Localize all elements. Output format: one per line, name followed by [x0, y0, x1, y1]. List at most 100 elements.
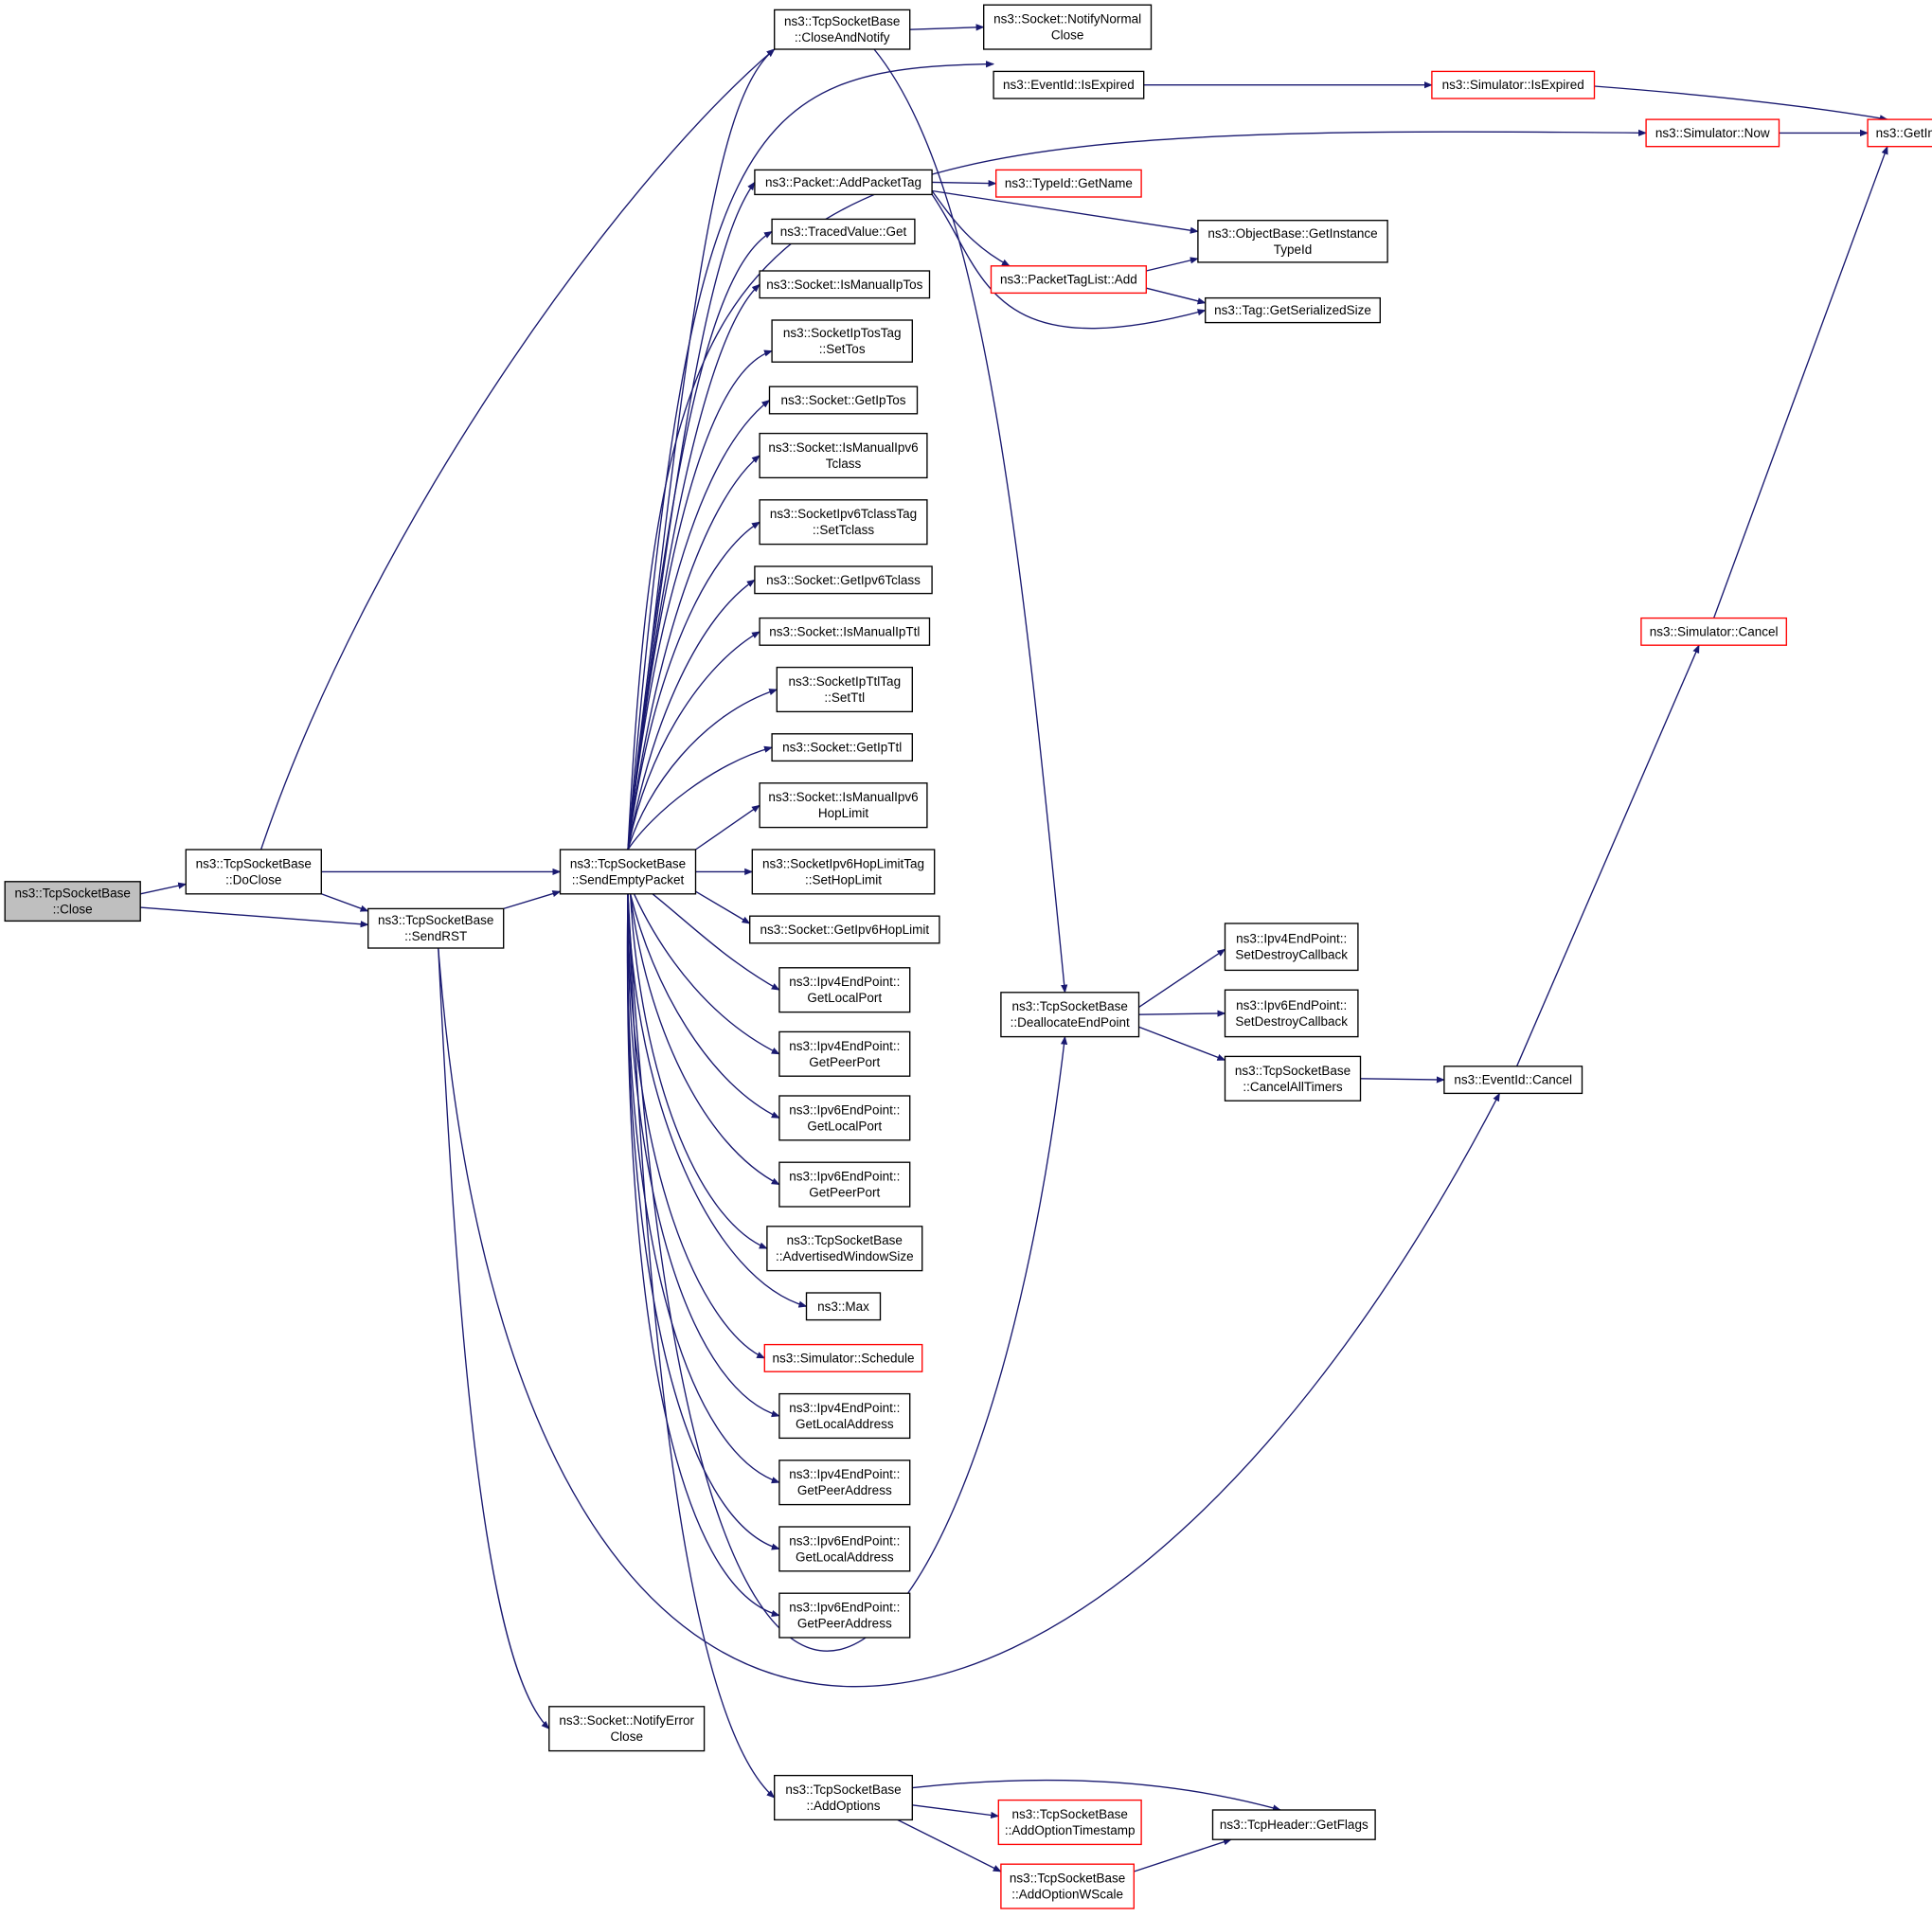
node-addpackettag[interactable]: ns3::Packet::AddPacketTag — [754, 169, 933, 196]
node-ipv6peerport[interactable]: ns3::Ipv6EndPoint::GetPeerPort — [778, 1161, 911, 1208]
node-label-cancelalltimers-line-2: ::CancelAllTimers — [1243, 1080, 1343, 1094]
node-label-getipv6hoplimit-line-1: ns3::Socket::GetIpv6HopLimit — [760, 923, 930, 937]
node-ipv6destroycb[interactable]: ns3::Ipv6EndPoint::SetDestroyCallback — [1224, 989, 1359, 1038]
node-ismanualipttl[interactable]: ns3::Socket::IsManualIpTtl — [759, 617, 931, 646]
node-label-ipv4peeraddr-line-1: ns3::Ipv4EndPoint:: — [789, 1467, 900, 1481]
edge-addoptions-to-addtimestamp — [912, 1804, 1000, 1819]
node-doclose[interactable]: ns3::TcpSocketBase::DoClose — [185, 849, 322, 895]
node-simisexpired[interactable]: ns3::Simulator::IsExpired — [1431, 70, 1596, 99]
node-settos[interactable]: ns3::SocketIpTosTag::SetTos — [771, 319, 913, 363]
node-box-getipttl — [771, 733, 913, 762]
node-label-ismanualipv6hop-line-2: HopLimit — [818, 806, 869, 820]
node-eventcancel[interactable]: ns3::EventId::Cancel — [1443, 1066, 1583, 1095]
node-label-schedule-line-1: ns3::Simulator::Schedule — [772, 1351, 914, 1365]
node-label-simnow-line-1: ns3::Simulator::Now — [1655, 126, 1770, 140]
edge-sendempty-to-setttl — [627, 689, 778, 851]
node-label-sendempty-line-2: ::SendEmptyPacket — [572, 872, 685, 887]
edge-sendrst-to-notifyerror — [438, 947, 550, 1729]
node-label-ismanualipv6hop-line-1: ns3::Socket::IsManualIpv6 — [768, 790, 918, 804]
node-sethoplimit[interactable]: ns3::SocketIpv6HopLimitTag::SetHopLimit — [751, 849, 936, 895]
edge-sendempty-to-ipv4localaddr — [627, 893, 780, 1418]
node-getipv6tclass[interactable]: ns3::Socket::GetIpv6Tclass — [754, 565, 933, 595]
node-close[interactable]: ns3::TcpSocketBase::Close — [4, 881, 141, 923]
node-ipv4destroycb[interactable]: ns3::Ipv4EndPoint::SetDestroyCallback — [1224, 923, 1359, 972]
node-box-eventcancel — [1443, 1066, 1583, 1095]
node-addoptions[interactable]: ns3::TcpSocketBase::AddOptions — [774, 1774, 913, 1821]
node-packettaglistadd[interactable]: ns3::PacketTagList::Add — [990, 265, 1147, 295]
node-box-doclose — [185, 849, 322, 895]
node-box-packettaglistadd — [990, 265, 1147, 295]
node-sendrst[interactable]: ns3::TcpSocketBase::SendRST — [367, 907, 505, 949]
node-label-getiptos-line-1: ns3::Socket::GetIpTos — [780, 393, 905, 407]
node-addtimestamp[interactable]: ns3::TcpSocketBase::AddOptionTimestamp — [997, 1799, 1142, 1846]
node-ipv4peerport[interactable]: ns3::Ipv4EndPoint::GetPeerPort — [778, 1030, 911, 1077]
node-ipv4localport[interactable]: ns3::Ipv4EndPoint::GetLocalPort — [778, 967, 911, 1013]
edge-closeandnotify-to-deallocate — [873, 48, 1068, 994]
node-label-close-line-1: ns3::TcpSocketBase — [15, 887, 131, 901]
node-label-settos-line-2: ::SetTos — [819, 342, 866, 356]
edge-addoptions-to-getflags — [912, 1779, 1281, 1812]
node-label-typeidname-line-1: ns3::TypeId::GetName — [1005, 176, 1133, 190]
node-box-close — [4, 881, 141, 923]
node-ipv6localport[interactable]: ns3::Ipv6EndPoint::GetLocalPort — [778, 1095, 911, 1141]
node-getiptos[interactable]: ns3::Socket::GetIpTos — [768, 385, 919, 415]
node-label-close-line-2: ::Close — [53, 903, 93, 917]
node-tracedget[interactable]: ns3::TracedValue::Get — [771, 218, 916, 245]
node-ipv6localaddr[interactable]: ns3::Ipv6EndPoint::GetLocalAddress — [778, 1526, 911, 1572]
node-box-settos — [771, 319, 913, 363]
node-box-ismanualipttl — [759, 617, 931, 646]
node-cancelalltimers[interactable]: ns3::TcpSocketBase::CancelAllTimers — [1224, 1055, 1362, 1102]
node-getipv6hoplimit[interactable]: ns3::Socket::GetIpv6HopLimit — [749, 915, 940, 944]
edge-sendempty-to-max — [627, 893, 808, 1308]
node-label-ipv6peeraddr-line-2: GetPeerAddress — [797, 1617, 892, 1631]
node-getflags[interactable]: ns3::TcpHeader::GetFlags — [1211, 1809, 1376, 1840]
node-box-deallocate — [1000, 992, 1140, 1038]
node-box-getiptos — [768, 385, 919, 415]
node-label-addwscale-line-2: ::AddOptionWScale — [1011, 1888, 1123, 1902]
node-simcancel[interactable]: ns3::Simulator::Cancel — [1640, 617, 1787, 646]
node-label-addpackettag-line-1: ns3::Packet::AddPacketTag — [765, 175, 921, 189]
node-box-ipv6localaddr — [778, 1526, 911, 1572]
node-isexpired[interactable]: ns3::EventId::IsExpired — [993, 70, 1145, 99]
node-setttl[interactable]: ns3::SocketIpTtlTag::SetTtl — [776, 666, 913, 713]
node-sendempty[interactable]: ns3::TcpSocketBase::SendEmptyPacket — [559, 849, 697, 895]
node-deallocate[interactable]: ns3::TcpSocketBase::DeallocateEndPoint — [1000, 992, 1140, 1038]
node-ismanualiptos[interactable]: ns3::Socket::IsManualIpTos — [759, 270, 931, 299]
node-getipttl[interactable]: ns3::Socket::GetIpTtl — [771, 733, 913, 762]
node-label-ipv4localaddr-line-1: ns3::Ipv4EndPoint:: — [789, 1401, 900, 1415]
node-label-settos-line-1: ns3::SocketIpTosTag — [783, 326, 902, 340]
node-label-notifyerror-line-2: Close — [610, 1729, 643, 1744]
edge-sendempty-to-addpackettag — [627, 181, 756, 851]
node-settclass[interactable]: ns3::SocketIpv6TclassTag::SetTclass — [759, 499, 928, 546]
edge-addpackettag-to-getinstancetypeid — [931, 189, 1199, 234]
node-label-addwscale-line-1: ns3::TcpSocketBase — [1010, 1872, 1125, 1886]
node-simnow[interactable]: ns3::Simulator::Now — [1645, 118, 1780, 148]
node-closeandnotify[interactable]: ns3::TcpSocketBase::CloseAndNotify — [774, 9, 911, 50]
node-schedule[interactable]: ns3::Simulator::Schedule — [763, 1343, 923, 1372]
node-label-ipv4peerport-line-1: ns3::Ipv4EndPoint:: — [789, 1039, 900, 1053]
node-typeidname[interactable]: ns3::TypeId::GetName — [995, 169, 1142, 198]
node-ipv4peeraddr[interactable]: ns3::Ipv4EndPoint::GetPeerAddress — [778, 1460, 911, 1506]
node-ipv6peeraddr[interactable]: ns3::Ipv6EndPoint::GetPeerAddress — [778, 1592, 911, 1639]
node-label-settclass-line-2: ::SetTclass — [813, 523, 875, 537]
node-tagserialized[interactable]: ns3::Tag::GetSerializedSize — [1205, 296, 1381, 324]
node-label-deallocate-line-1: ns3::TcpSocketBase — [1012, 999, 1128, 1013]
node-advwindow[interactable]: ns3::TcpSocketBase::AdvertisedWindowSize — [766, 1226, 923, 1272]
node-max[interactable]: ns3::Max — [805, 1292, 882, 1321]
node-label-setttl-line-2: ::SetTtl — [824, 690, 865, 705]
edge-sendempty-to-tracedget — [627, 230, 773, 851]
node-ipv4localaddr[interactable]: ns3::Ipv4EndPoint::GetLocalAddress — [778, 1392, 911, 1440]
edge-sendempty-to-ipv6localport — [629, 893, 780, 1120]
node-getimpl[interactable]: ns3::GetImpl — [1867, 118, 1932, 148]
node-addwscale[interactable]: ns3::TcpSocketBase::AddOptionWScale — [1000, 1863, 1135, 1909]
node-label-notifynormal-line-2: Close — [1051, 28, 1084, 43]
node-label-ipv4localport-line-1: ns3::Ipv4EndPoint:: — [789, 975, 900, 989]
edge-closeandnotify-to-notifynormal — [909, 24, 985, 31]
node-label-ipv6destroycb-line-1: ns3::Ipv6EndPoint:: — [1236, 998, 1347, 1012]
